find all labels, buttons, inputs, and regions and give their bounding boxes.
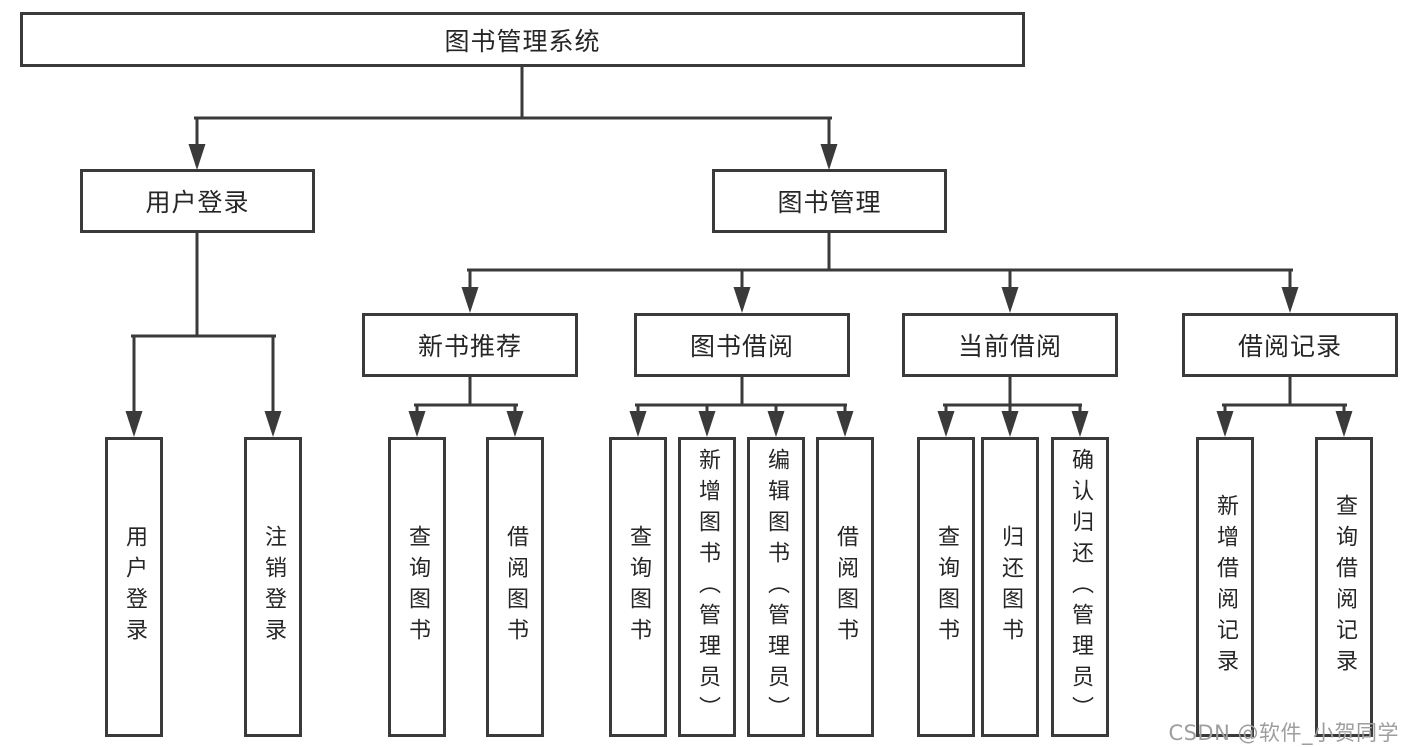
arrowhead-leaf-br-add [1216,411,1234,437]
connector-root-to-level2 [194,65,832,148]
node-root-label: 图书管理系统 [444,26,601,56]
node-leaf-nb-borrow: 借阅图书 [486,437,544,737]
node-leaf-bb-query-label: 查询图书 [626,525,651,649]
arrowhead-current-borrow [1001,287,1019,313]
arrowhead-leaf-nb-query [408,411,426,437]
node-leaf-bb-add-label: 新增图书（管理员） [695,447,720,727]
arrowhead-leaf-nb-borrow [506,411,524,437]
node-leaf-bb-borrow-label: 借阅图书 [833,525,858,649]
arrowhead-leaf-cb-confirm [1071,411,1089,437]
node-leaf-cb-return-label: 归还图书 [998,525,1023,649]
node-leaf-br-add: 新增借阅记录 [1196,437,1254,737]
connector-newbooks-to-leaves [414,375,518,415]
node-root: 图书管理系统 [20,12,1025,67]
arrowhead-user-login [188,144,206,170]
arrowhead-borrow-records [1281,287,1299,313]
node-leaf-cb-confirm-label: 确认归还（管理员） [1068,447,1093,727]
node-leaf-br-query: 查询借阅记录 [1315,437,1373,737]
arrowhead-book-borrow [733,287,751,313]
node-leaf-bb-add: 新增图书（管理员） [678,437,736,737]
arrowhead-leaf-bb-query [629,411,647,437]
node-user-login: 用户登录 [80,169,315,233]
node-leaf-br-add-label: 新增借阅记录 [1213,494,1238,680]
node-leaf-user-login: 用户登录 [105,437,163,737]
arrowhead-leaf-bb-borrow [836,411,854,437]
arrowhead-new-books [461,287,479,313]
node-leaf-br-query-label: 查询借阅记录 [1332,494,1357,680]
arrowhead-book-mgmt [820,144,838,170]
node-leaf-bb-edit-label: 编辑图书（管理员） [764,447,789,727]
node-leaf-cb-query: 查询图书 [917,437,975,737]
node-new-books: 新书推荐 [362,313,578,377]
node-new-books-label: 新书推荐 [417,332,522,361]
arrowhead-leaf-cb-return [1001,411,1019,437]
connector-bookborrow-to-leaves [635,375,847,415]
node-leaf-bb-query: 查询图书 [609,437,667,737]
connector-userlogin-to-leaves [131,231,276,415]
arrowhead-leaf-br-query [1335,411,1353,437]
node-leaf-bb-borrow: 借阅图书 [816,437,874,737]
node-leaf-bb-edit: 编辑图书（管理员） [747,437,805,737]
csdn-watermark: CSDN @软件_小贺同学 [1168,721,1399,745]
connector-currentborrow-to-leaves [943,375,1082,415]
node-leaf-user-login-label: 用户登录 [122,525,147,649]
arrowhead-leaf-bb-add [698,411,716,437]
arrowhead-leaf-user-login [125,411,143,437]
node-leaf-nb-query: 查询图书 [388,437,446,737]
node-book-borrow-label: 图书借阅 [689,332,794,361]
node-leaf-nb-borrow-label: 借阅图书 [503,525,528,649]
connector-borrowrecords-to-leaves [1222,375,1347,415]
node-leaf-nb-query-label: 查询图书 [405,525,430,649]
node-leaf-logout-label: 注销登录 [261,525,286,649]
arrowhead-leaf-bb-edit [767,411,785,437]
node-current-borrow: 当前借阅 [902,313,1118,377]
node-user-login-label: 用户登录 [145,188,250,217]
connector-bookmgmt-to-level3 [467,231,1293,291]
node-borrow-records-label: 借阅记录 [1237,332,1342,361]
node-book-mgmt: 图书管理 [712,169,947,233]
node-current-borrow-label: 当前借阅 [957,332,1062,361]
node-leaf-cb-return: 归还图书 [981,437,1039,737]
node-book-borrow: 图书借阅 [634,313,850,377]
node-leaf-cb-confirm: 确认归还（管理员） [1051,437,1109,737]
node-leaf-cb-query-label: 查询图书 [934,525,959,649]
node-leaf-logout: 注销登录 [244,437,302,737]
node-borrow-records: 借阅记录 [1182,313,1398,377]
node-book-mgmt-label: 图书管理 [777,188,882,217]
arrowheads [125,144,1353,437]
arrowhead-leaf-logout [264,411,282,437]
arrowhead-leaf-cb-query [937,411,955,437]
